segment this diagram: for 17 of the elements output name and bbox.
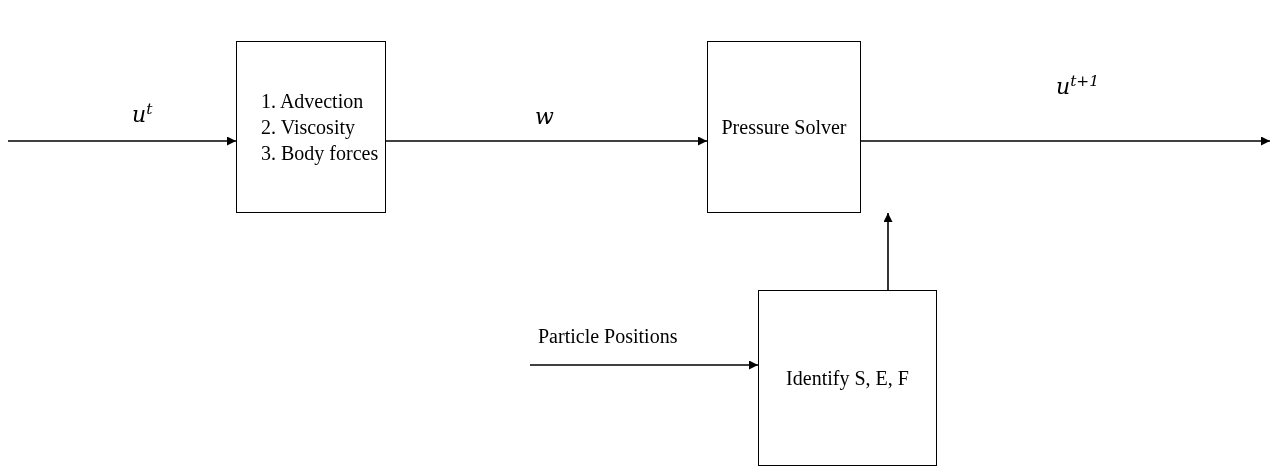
box-text: 2. Viscosity xyxy=(261,115,355,140)
process-box xyxy=(236,41,386,213)
edge-label: u$^{t}$ xyxy=(132,100,153,128)
box-text: Pressure Solver xyxy=(721,115,847,140)
arrow xyxy=(883,212,893,291)
arrow xyxy=(860,136,1271,146)
arrow xyxy=(385,136,708,146)
box-text: Identify S, E, F xyxy=(786,366,909,391)
edge-label: Particle Positions xyxy=(538,325,678,348)
edge-label: u$^{t+1}$ xyxy=(1056,72,1100,100)
edge-label: w xyxy=(535,104,554,129)
arrow xyxy=(529,360,759,370)
process-box xyxy=(707,41,861,213)
box-text: 3. Body forces xyxy=(261,141,379,166)
box-text: 1. Advection xyxy=(261,89,364,114)
arrow xyxy=(7,136,237,146)
process-box xyxy=(758,290,937,466)
